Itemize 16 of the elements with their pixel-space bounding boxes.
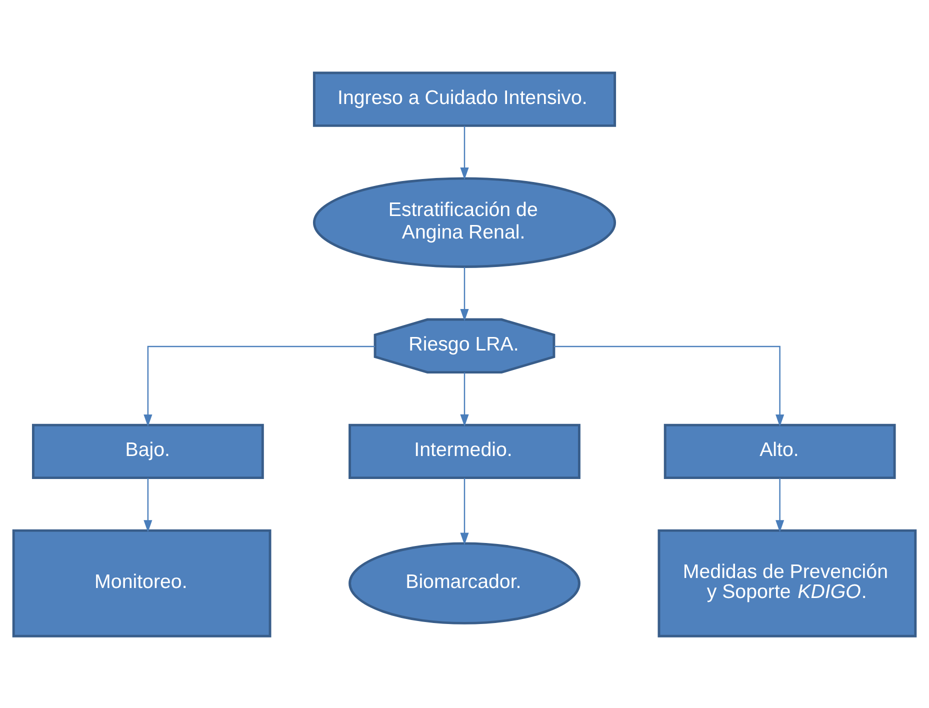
arrow bbox=[776, 478, 784, 532]
node-box: Intermedio. bbox=[348, 423, 580, 479]
arrow bbox=[460, 372, 469, 426]
node-box: Ingreso a Cuidado Intensivo. bbox=[312, 71, 616, 126]
arrow bbox=[144, 478, 152, 532]
arrow bbox=[144, 345, 376, 426]
node-ellipse: Biomarcador. bbox=[348, 542, 580, 624]
node-box: Monitoreo. bbox=[12, 528, 272, 637]
node-box: Alto. bbox=[664, 423, 896, 479]
node-ellipse: Estratificación de Angina Renal. bbox=[312, 176, 616, 268]
node-box: Bajo. bbox=[32, 423, 264, 479]
arrow bbox=[460, 266, 469, 321]
node-box: Medidas de Prevención y Soporte KDIGO. bbox=[658, 528, 917, 637]
arrow bbox=[554, 345, 784, 426]
arrow bbox=[460, 478, 469, 544]
arrow bbox=[460, 126, 469, 180]
